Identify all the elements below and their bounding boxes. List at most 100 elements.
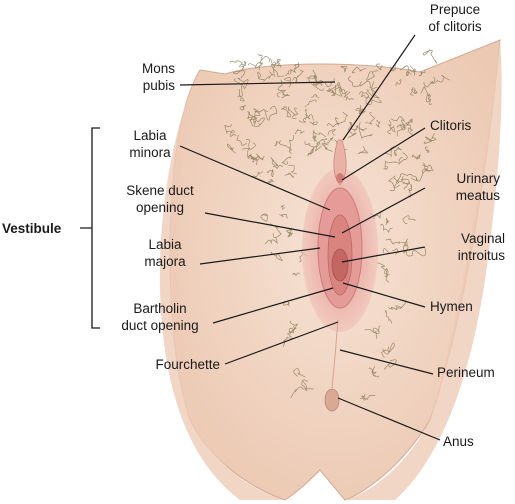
hair-strand (384, 359, 397, 370)
hair-strand (399, 65, 414, 73)
hair-strand (423, 76, 436, 88)
hair-strand (283, 77, 291, 88)
hair-strand (321, 137, 329, 146)
hair-strand (257, 53, 263, 61)
hair-strand (242, 148, 255, 163)
hair-strand (377, 262, 388, 278)
hair-strand (304, 99, 317, 108)
hair-strand (395, 79, 402, 86)
hair-strand (364, 328, 378, 339)
hair-strand (376, 63, 383, 71)
hair-strand (226, 143, 236, 154)
hair-strand (422, 49, 438, 64)
hair-strand (299, 114, 314, 123)
hair-strand (279, 214, 288, 219)
right-thigh (345, 40, 502, 500)
hair-strand (393, 148, 399, 157)
hair-strand (239, 105, 247, 111)
hair-strand (252, 154, 265, 166)
hair-strand (294, 62, 300, 70)
hair-strand (273, 165, 284, 170)
hair-strand (382, 248, 390, 254)
hair-strand (398, 152, 408, 165)
label-prepuce: Prepuce of clitoris (428, 2, 482, 34)
hair-strand (421, 164, 429, 171)
hair-strand (290, 380, 308, 399)
leader-anus (337, 397, 441, 441)
leader-vaginal (341, 246, 426, 263)
hair-strand (358, 145, 368, 155)
hair-strand (313, 80, 324, 91)
hair-strand (281, 156, 292, 165)
leader-urinary (341, 187, 426, 234)
perineum-line (331, 319, 339, 389)
label-labia-minora: Labia minora (129, 128, 171, 160)
hair-strand (255, 55, 270, 69)
hair-strand (253, 115, 261, 127)
hair-strand (388, 175, 396, 192)
hair-strand (366, 70, 379, 81)
hair-strand (287, 327, 295, 335)
hair-strand (285, 227, 293, 236)
label-mons: Mons pubis (141, 61, 175, 93)
hair-strand (405, 248, 427, 257)
hair-strand (307, 147, 315, 156)
hair-strand (271, 59, 281, 70)
leader-hymen (342, 282, 426, 308)
hair-strand (224, 124, 234, 134)
hair-strand (423, 136, 432, 144)
hair-strand (383, 165, 388, 170)
hair-strand (274, 141, 280, 147)
leader-labia-majora (199, 247, 321, 265)
hair-strand (284, 172, 295, 178)
hair-strand (293, 368, 306, 378)
label-fourchette: Fourchette (155, 357, 220, 372)
hair-strand (387, 127, 394, 135)
hair-strand (260, 213, 268, 222)
hair-strand (384, 310, 392, 324)
hair-strand (292, 272, 300, 277)
hair-strand (380, 223, 393, 234)
hair-strand (401, 240, 408, 246)
hair-strand (410, 87, 414, 96)
label-anus: Anus (443, 434, 474, 449)
hair-strand (269, 223, 282, 238)
prepuce-shape (333, 139, 347, 186)
hair-strand (427, 93, 432, 106)
hair-strand (396, 123, 406, 137)
hair-strand (358, 91, 370, 97)
hair-strand (270, 157, 279, 167)
hair-strand (290, 65, 299, 74)
leader-clitoris (341, 127, 426, 181)
hair-strand (250, 171, 263, 178)
hair-strand (360, 93, 369, 99)
label-bartholin: Bartholin duct opening (121, 301, 199, 333)
hair-strand (266, 169, 274, 177)
hair-strand (245, 139, 256, 150)
leader-mons (179, 81, 336, 86)
hair-strand (411, 154, 418, 160)
hair-strand (314, 138, 323, 152)
hair-strand (327, 129, 336, 136)
hair-strand (289, 320, 298, 338)
hair-strand (371, 366, 380, 378)
hair-strand (232, 66, 246, 79)
hair-strand (405, 120, 413, 131)
hair-strand (299, 251, 308, 263)
hair-strand (345, 96, 354, 101)
hair-strand (390, 64, 397, 72)
hair-strand (321, 139, 333, 152)
hair-strand (395, 173, 407, 184)
hair-strand (265, 237, 278, 245)
hair-strand (277, 79, 290, 96)
hair-strand (418, 69, 426, 77)
hair-strand (360, 395, 369, 401)
hair-strand (353, 125, 367, 132)
hair-strand (254, 110, 261, 116)
vestibule-bracket (80, 127, 100, 329)
hair-strand (405, 174, 418, 182)
hair-strand (280, 106, 287, 111)
hair-strand (270, 58, 282, 68)
